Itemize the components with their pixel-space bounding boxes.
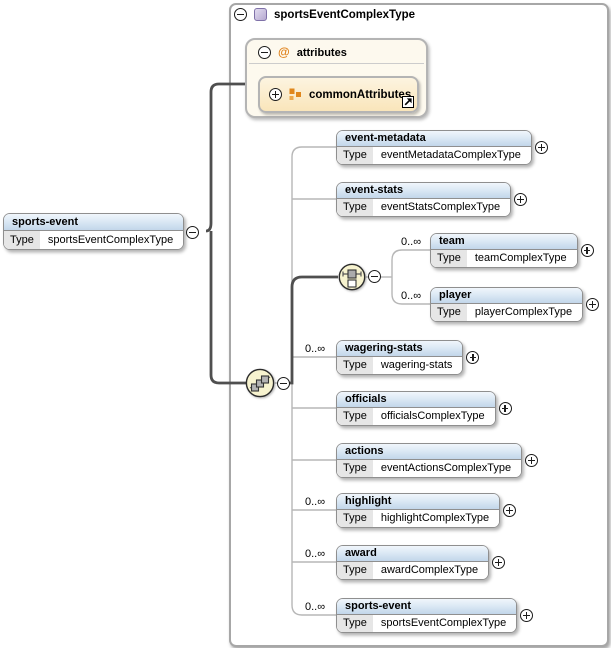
sequence-collapse-button[interactable] bbox=[277, 377, 290, 390]
element-name: team bbox=[431, 234, 577, 250]
container-header: sportsEventComplexType bbox=[234, 7, 415, 22]
element-event-stats[interactable]: event-stats Type eventStatsComplexType bbox=[336, 182, 528, 217]
type-label: Type bbox=[337, 199, 373, 216]
expand-button[interactable] bbox=[269, 88, 282, 101]
element-name: event-stats bbox=[337, 183, 511, 199]
element-actions[interactable]: actions Type eventActionsComplexType bbox=[336, 443, 539, 478]
element-event-metadata[interactable]: event-metadata Type eventMetadataComplex… bbox=[336, 130, 548, 165]
expand-button[interactable] bbox=[520, 609, 534, 622]
attributes-collapse-button[interactable] bbox=[258, 46, 271, 59]
occurrence-label: 0..∞ bbox=[305, 496, 326, 508]
expand-button[interactable] bbox=[498, 402, 512, 415]
occurrence-label: 0..∞ bbox=[305, 548, 326, 560]
element-type-row: Type playerComplexType bbox=[431, 304, 583, 321]
sequence-icon[interactable] bbox=[245, 368, 275, 398]
expand-button[interactable] bbox=[534, 141, 548, 154]
type-value: officialsComplexType bbox=[380, 410, 485, 422]
attribute-at-icon bbox=[278, 46, 290, 59]
element-name: officials bbox=[337, 392, 495, 408]
element-type-row: Type eventStatsComplexType bbox=[337, 199, 511, 216]
attributes-group: attributes commonAttributes bbox=[245, 38, 428, 118]
type-label: Type bbox=[337, 562, 373, 579]
expand-button[interactable] bbox=[492, 556, 506, 569]
element-highlight[interactable]: highlight Type highlightComplexType bbox=[336, 493, 517, 528]
element-name: player bbox=[431, 288, 583, 304]
element-type-row: Type eventMetadataComplexType bbox=[337, 147, 531, 164]
element-type-row: Type wagering-stats bbox=[337, 357, 463, 374]
attribute-group-name: commonAttributes bbox=[309, 88, 412, 101]
element-officials[interactable]: officials Type officialsComplexType bbox=[336, 391, 512, 426]
expand-button[interactable] bbox=[466, 351, 480, 364]
occurrence-label: 0..∞ bbox=[401, 290, 422, 302]
type-label: Type bbox=[337, 615, 373, 632]
expand-button[interactable] bbox=[580, 244, 594, 257]
type-value: teamComplexType bbox=[474, 252, 567, 264]
type-value: sportsEventComplexType bbox=[47, 234, 174, 246]
element-type-row: Type sportsEventComplexType bbox=[337, 615, 517, 632]
type-label: Type bbox=[337, 408, 373, 425]
type-value: eventActionsComplexType bbox=[380, 462, 512, 474]
separator bbox=[249, 63, 424, 64]
type-label: Type bbox=[337, 147, 373, 164]
element-wagering-stats[interactable]: wagering-stats Type wagering-stats bbox=[336, 340, 480, 375]
collapse-button[interactable] bbox=[186, 226, 200, 239]
attributes-group-header: attributes bbox=[247, 40, 426, 63]
reference-link-icon[interactable] bbox=[402, 96, 414, 108]
type-value: highlightComplexType bbox=[380, 512, 490, 524]
type-value: awardComplexType bbox=[380, 564, 479, 576]
element-name: sports-event bbox=[4, 214, 184, 231]
element-type-row: Type highlightComplexType bbox=[337, 510, 500, 527]
expand-button[interactable] bbox=[525, 454, 539, 467]
type-label: Type bbox=[337, 357, 373, 374]
occurrence-label: 0..∞ bbox=[401, 236, 422, 248]
choice-collapse-button[interactable] bbox=[368, 270, 381, 283]
type-label: Type bbox=[337, 510, 373, 527]
element-name: actions bbox=[337, 444, 522, 460]
element-type-row: Type officialsComplexType bbox=[337, 408, 495, 425]
expand-button[interactable] bbox=[503, 504, 517, 517]
expand-button[interactable] bbox=[586, 298, 600, 311]
type-value: sportsEventComplexType bbox=[380, 617, 507, 629]
type-value: eventStatsComplexType bbox=[380, 201, 501, 213]
element-name: highlight bbox=[337, 494, 500, 510]
attributes-label: attributes bbox=[296, 46, 347, 59]
element-type-row: Type teamComplexType bbox=[431, 250, 577, 267]
collapse-button[interactable] bbox=[234, 8, 247, 21]
element-type-row: Type sportsEventComplexType bbox=[4, 231, 184, 249]
element-type-row: Type eventActionsComplexType bbox=[337, 460, 522, 477]
type-value: playerComplexType bbox=[474, 306, 573, 318]
container-title: sportsEventComplexType bbox=[274, 8, 416, 21]
element-name: sports-event bbox=[337, 599, 517, 615]
element-type-row: Type awardComplexType bbox=[337, 562, 489, 579]
occurrence-label: 0..∞ bbox=[305, 343, 326, 355]
occurrence-label: 0..∞ bbox=[305, 601, 326, 613]
attribute-group-ref-commonattributes[interactable]: commonAttributes bbox=[258, 76, 419, 113]
element-player[interactable]: player Type playerComplexType bbox=[430, 287, 600, 322]
choice-icon[interactable] bbox=[338, 263, 366, 291]
complextype-icon bbox=[254, 8, 267, 21]
attribute-group-squares-icon bbox=[289, 88, 302, 101]
expand-button[interactable] bbox=[514, 193, 528, 206]
type-value: eventMetadataComplexType bbox=[380, 149, 521, 161]
type-label: Type bbox=[4, 231, 40, 249]
type-label: Type bbox=[337, 460, 373, 477]
type-value: wagering-stats bbox=[380, 359, 453, 371]
element-name: wagering-stats bbox=[337, 341, 463, 357]
type-label: Type bbox=[431, 304, 467, 321]
type-label: Type bbox=[431, 250, 467, 267]
element-team[interactable]: team Type teamComplexType bbox=[430, 233, 594, 268]
element-sports-event-child[interactable]: sports-event Type sportsEventComplexType bbox=[336, 598, 534, 633]
element-award[interactable]: award Type awardComplexType bbox=[336, 545, 506, 580]
element-name: event-metadata bbox=[337, 131, 531, 147]
element-sports-event-root[interactable]: sports-event Type sportsEventComplexType bbox=[3, 213, 200, 250]
element-name: award bbox=[337, 546, 489, 562]
